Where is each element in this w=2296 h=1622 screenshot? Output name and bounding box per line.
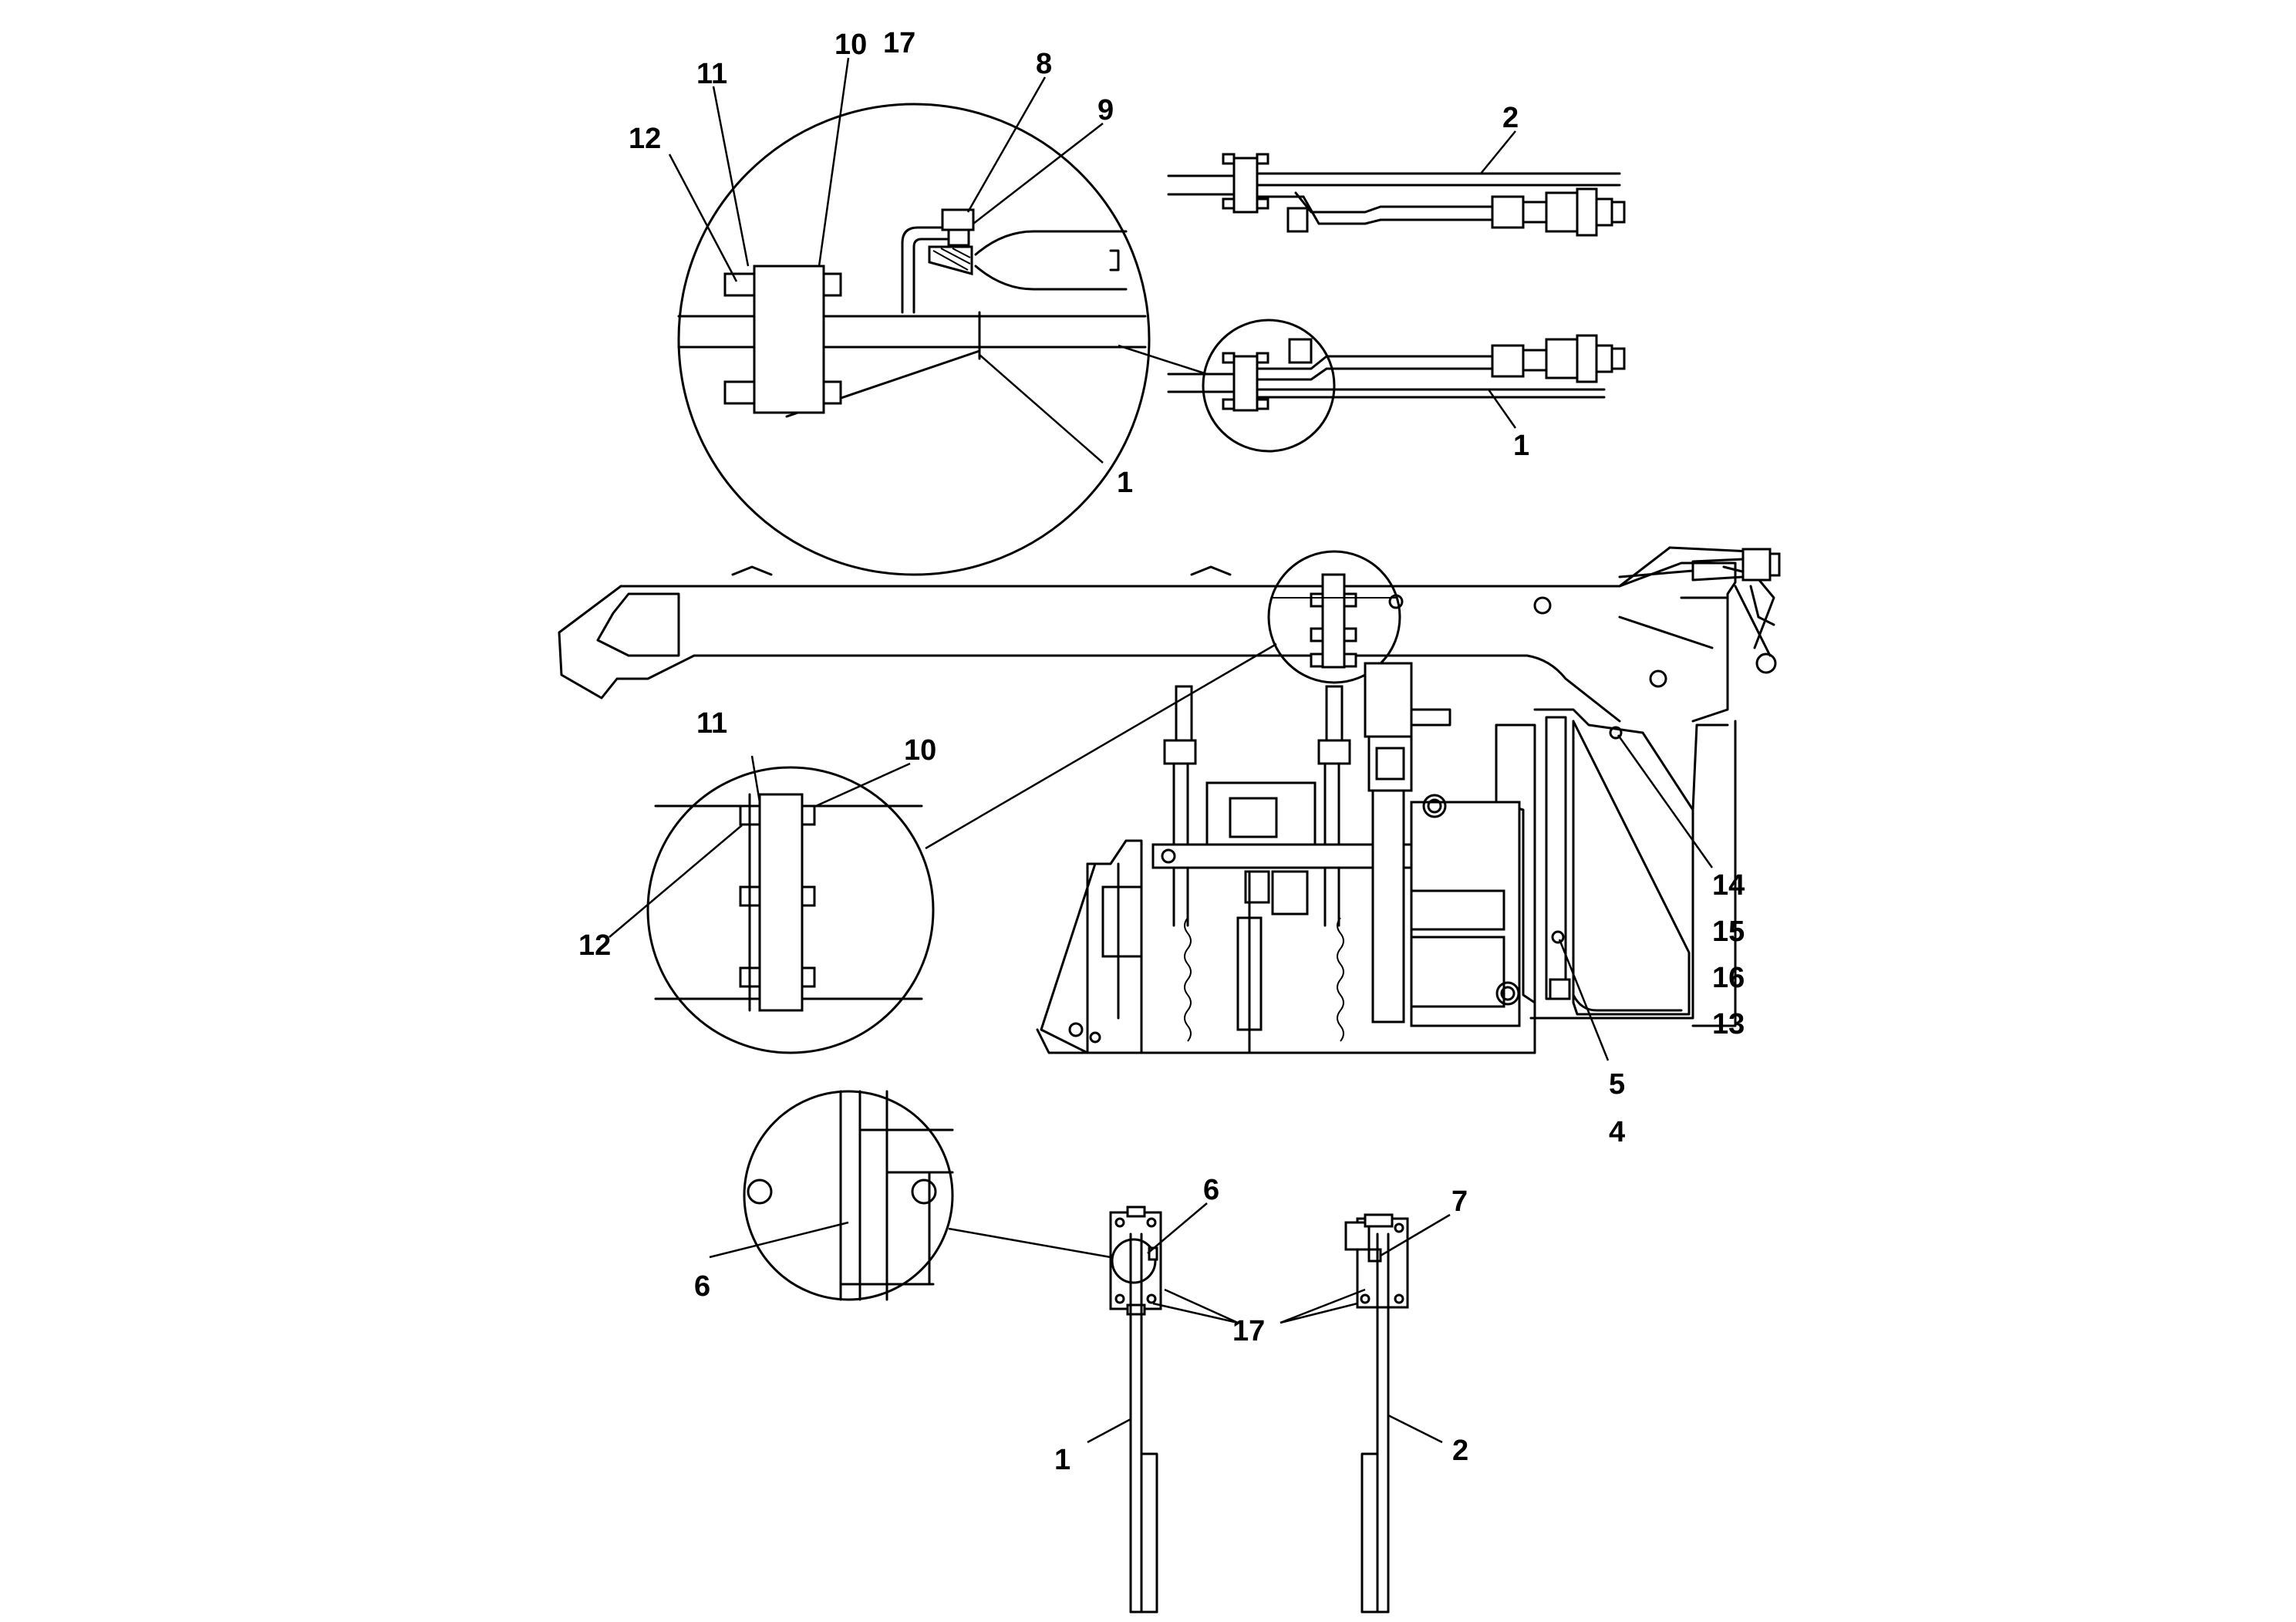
lever-2	[1344, 1213, 1409, 1614]
callout-label: 2	[1452, 1435, 1468, 1467]
main-boom	[558, 546, 1781, 723]
link-assembly-upper	[1167, 153, 1626, 237]
callout-label: 12	[578, 929, 611, 962]
callout-label: 4	[1609, 1116, 1625, 1148]
link-assembly-lower	[1167, 319, 1626, 453]
callout-label: 14	[1712, 869, 1745, 902]
callout-label: 8	[1036, 48, 1052, 80]
callout-label: 15	[1712, 916, 1745, 948]
detail-connector-line-bottom	[948, 1227, 1111, 1259]
leader-lines	[609, 57, 1714, 1444]
detail-circle-middle	[646, 766, 935, 1054]
callout-label: 9	[1097, 94, 1114, 126]
callouts: 12 11 10 17 8 9 1 2 1 11 10 12 14 15 16 …	[578, 27, 1745, 1476]
callout-label: 1	[1117, 467, 1133, 499]
callout-label: 16	[1712, 962, 1745, 994]
machine-frame	[1036, 662, 1737, 1054]
detail-connector-line-middle	[925, 642, 1277, 850]
callout-label: 1	[1054, 1444, 1070, 1476]
detail-connector-line	[1118, 344, 1208, 376]
callout-label: 7	[1451, 1185, 1468, 1218]
callout-label: 17	[883, 27, 915, 59]
callout-label: 5	[1609, 1068, 1625, 1101]
callout-label: 13	[1712, 1008, 1745, 1040]
callout-label: 1	[1513, 430, 1529, 462]
detail-circle-bottom	[743, 1090, 954, 1301]
detail-circle-top	[677, 103, 1151, 576]
callout-label: 12	[629, 123, 661, 155]
callout-label: 2	[1502, 102, 1519, 134]
callout-label: 11	[696, 707, 727, 740]
callout-label: 10	[834, 29, 867, 61]
lever-1	[1109, 1206, 1162, 1614]
callout-label: 6	[1203, 1174, 1219, 1206]
callout-label: 10	[904, 734, 936, 767]
callout-label: 17	[1232, 1315, 1265, 1347]
callout-label: 11	[696, 58, 727, 90]
callout-label: 6	[694, 1270, 710, 1303]
